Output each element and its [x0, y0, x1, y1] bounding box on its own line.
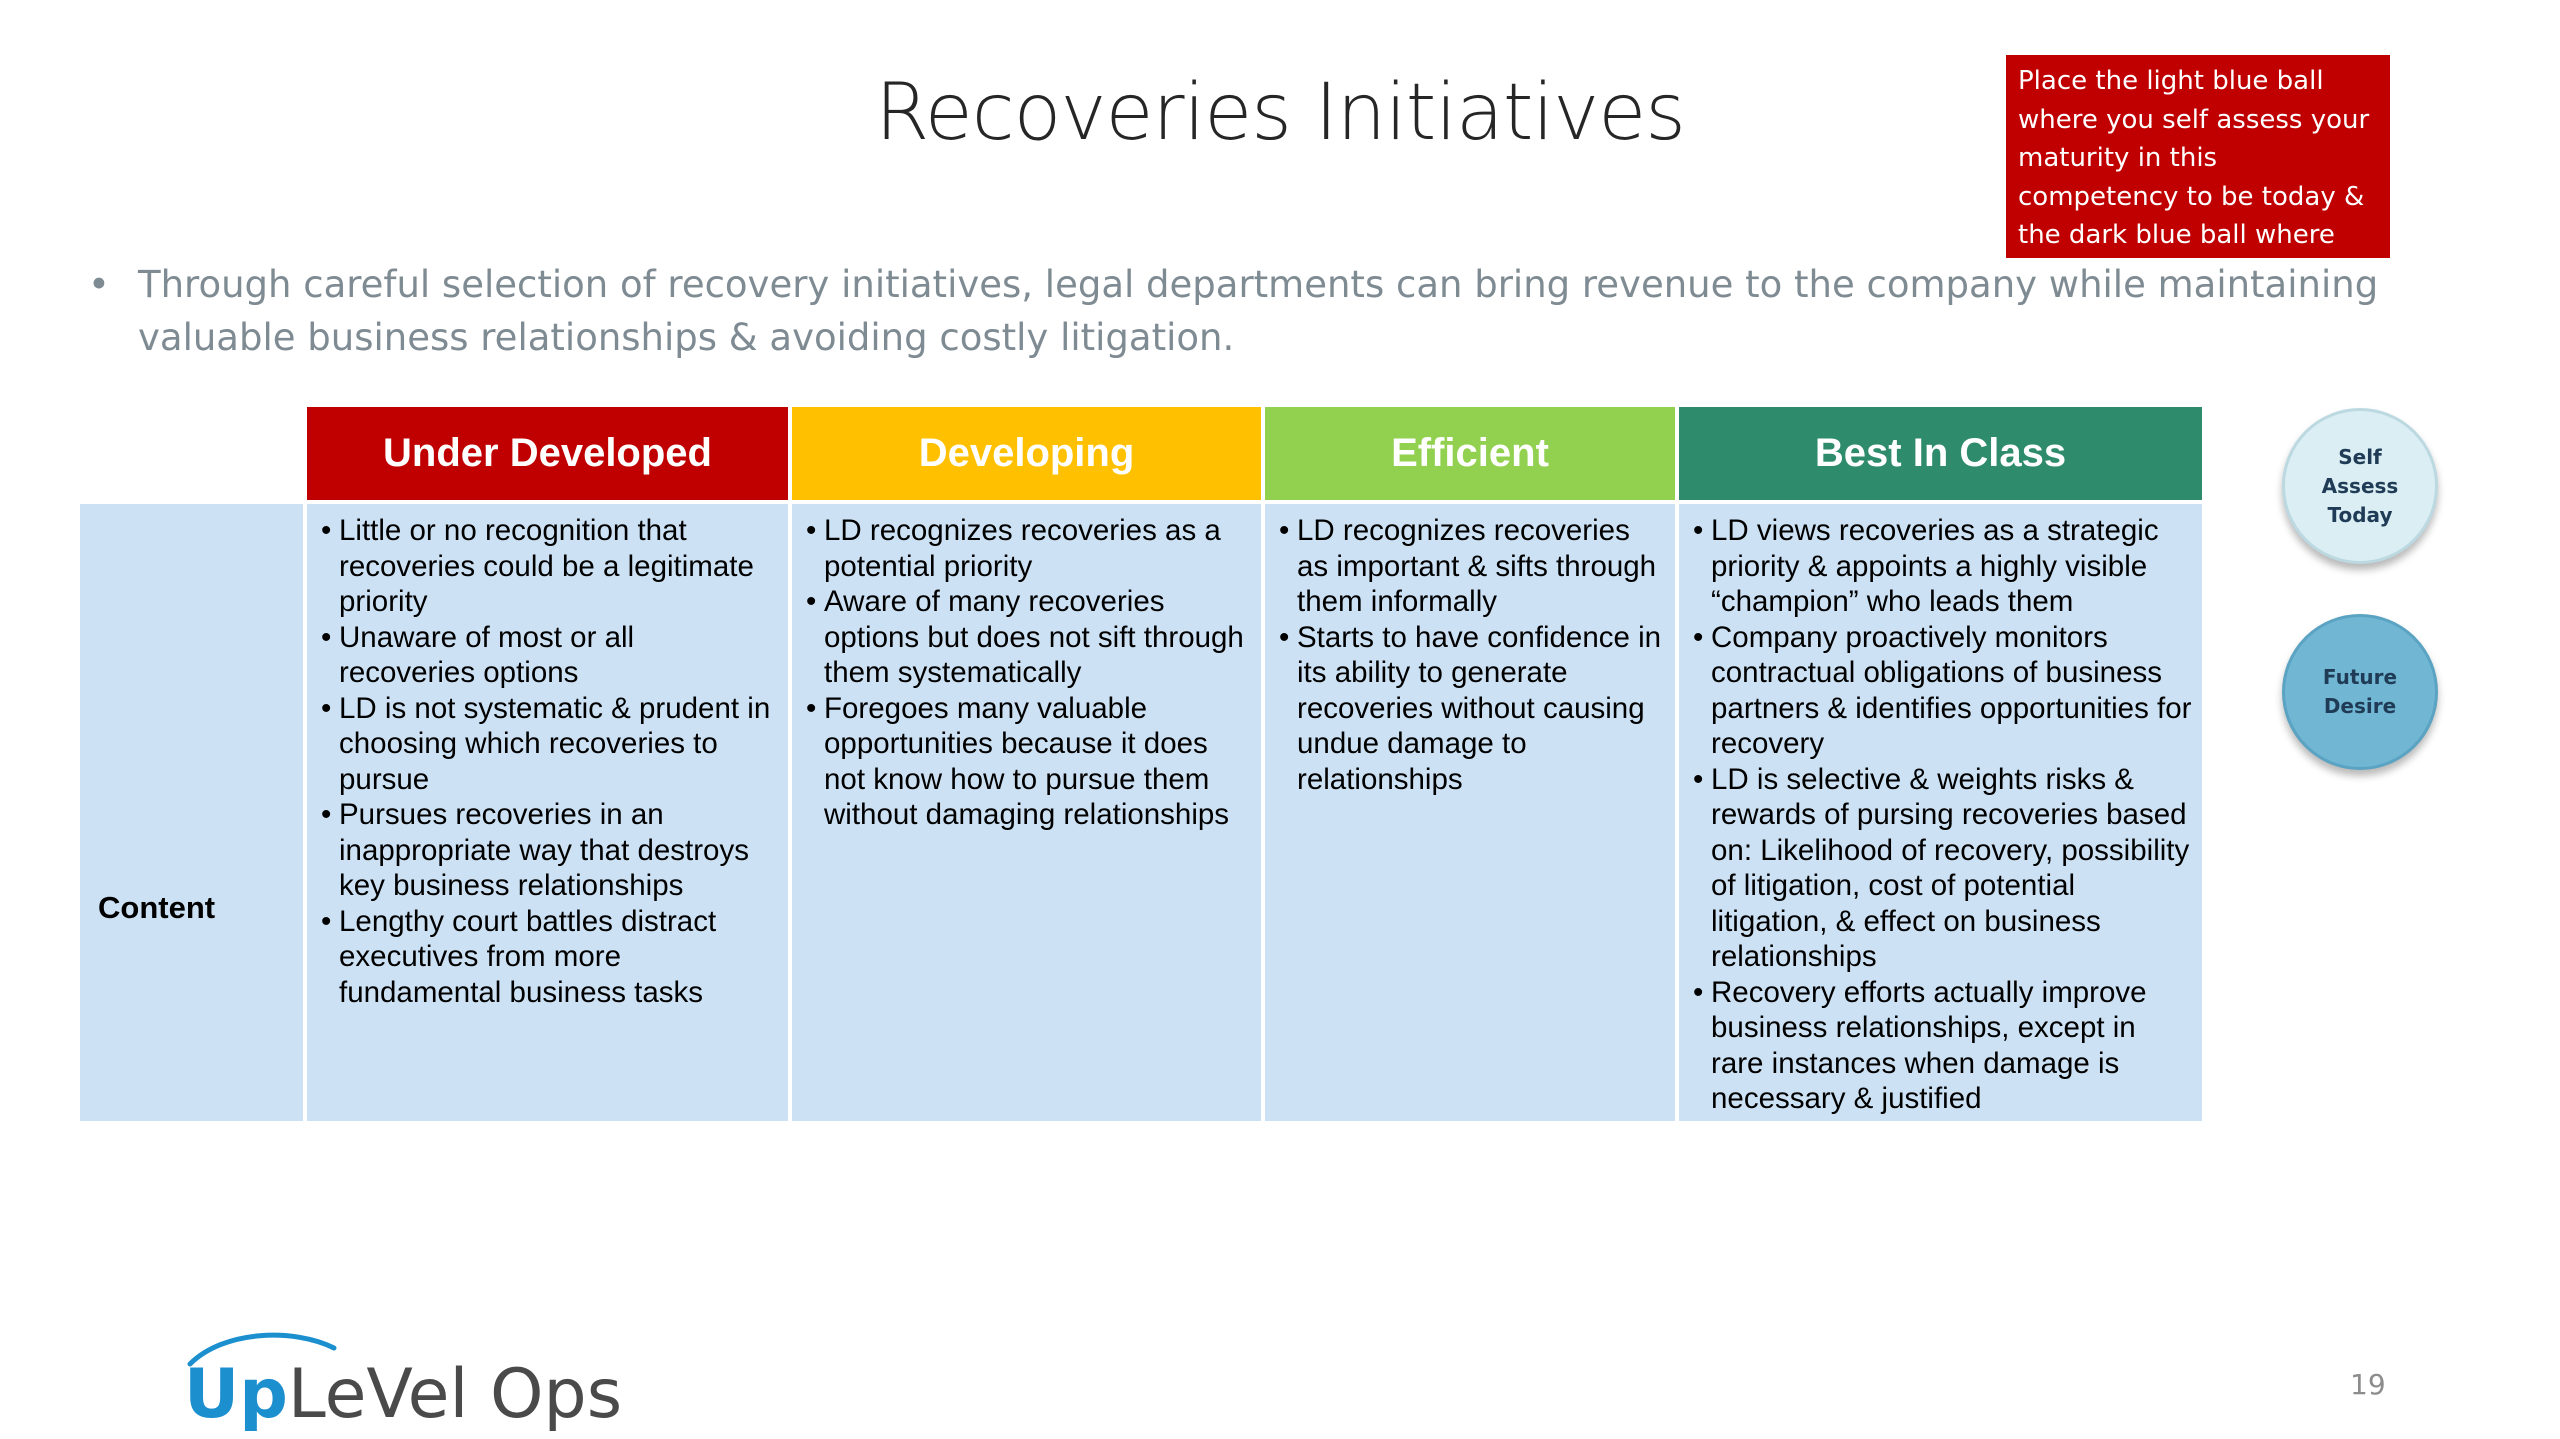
list-item: Lengthy court battles distract executive…	[321, 904, 778, 1011]
list-best-in-class: LD views recoveries as a strategic prior…	[1693, 513, 2192, 1117]
intro-text: Through careful selection of recovery in…	[138, 263, 2379, 359]
future-desire-label: Future Desire	[2322, 665, 2398, 718]
list-item: Foregoes many valuable opportunities bec…	[806, 691, 1251, 833]
header-best-in-class: Best In Class	[1679, 407, 2202, 500]
list-item: Unaware of most or all recoveries option…	[321, 620, 778, 691]
self-assess-label: Self Assess Today	[2321, 444, 2399, 527]
list-item: Little or no recognition that recoveries…	[321, 513, 778, 620]
header-under-developed: Under Developed	[307, 407, 788, 500]
intro-bullet: •	[88, 263, 110, 306]
list-item: Aware of many recoveries options but doe…	[806, 584, 1251, 691]
list-item: LD recognizes recoveries as important & …	[1279, 513, 1665, 620]
header-developing: Developing	[792, 407, 1261, 500]
list-item: Recovery efforts actually improve busine…	[1693, 975, 2192, 1117]
list-item: Company proactively monitors contractual…	[1693, 620, 2192, 762]
row-label-cell: Content	[80, 504, 303, 1121]
cell-developing: LD recognizes recoveries as a potential …	[792, 504, 1261, 1121]
cell-efficient: LD recognizes recoveries as important & …	[1265, 504, 1675, 1121]
instruction-note: Place the light blue ball where you self…	[2006, 55, 2390, 327]
list-developing: LD recognizes recoveries as a potential …	[806, 513, 1251, 833]
intro-paragraph: • Through careful selection of recovery …	[88, 258, 2488, 364]
cell-under-developed: Little or no recognition that recoveries…	[307, 504, 788, 1121]
list-item: LD recognizes recoveries as a potential …	[806, 513, 1251, 584]
cell-best-in-class: LD views recoveries as a strategic prior…	[1679, 504, 2202, 1121]
list-item: LD is not systematic & prudent in choosi…	[321, 691, 778, 798]
list-item: Starts to have confidence in its ability…	[1279, 620, 1665, 798]
row-label: Content	[98, 890, 216, 925]
logo-text-rest: LeVel Ops	[287, 1355, 623, 1434]
logo-swoosh-icon	[187, 1332, 337, 1367]
self-assess-ball[interactable]: Self Assess Today	[2282, 408, 2438, 564]
logo-text-up: Up	[184, 1355, 288, 1434]
list-efficient: LD recognizes recoveries as important & …	[1279, 513, 1665, 797]
list-item: LD is selective & weights risks & reward…	[1693, 762, 2192, 975]
uplevel-ops-logo: UpLeVel Ops	[184, 1330, 644, 1434]
logo-text: UpLeVel Ops	[184, 1355, 622, 1434]
list-item: LD views recoveries as a strategic prior…	[1693, 513, 2192, 620]
header-efficient: Efficient	[1265, 407, 1675, 500]
page-number: 19	[2350, 1368, 2386, 1401]
future-desire-ball[interactable]: Future Desire	[2282, 614, 2438, 770]
list-under-developed: Little or no recognition that recoveries…	[321, 513, 778, 1010]
slide-title: Recoveries Initiatives	[875, 68, 1686, 158]
maturity-table: Content Under Developed Developing Effic…	[80, 407, 2202, 1121]
list-item: Pursues recoveries in an inappropriate w…	[321, 797, 778, 904]
